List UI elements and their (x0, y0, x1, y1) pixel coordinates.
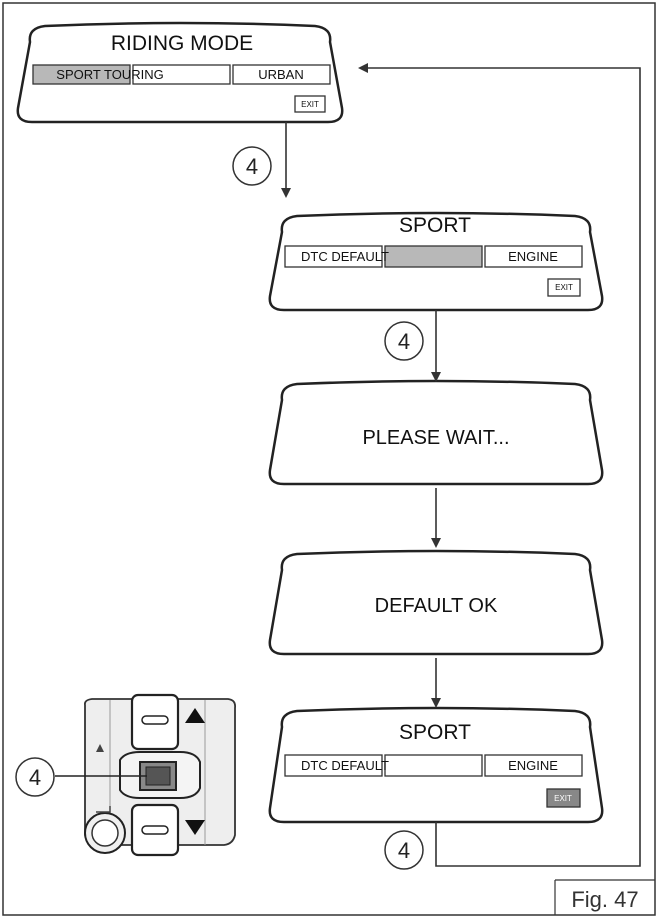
svg-text:4: 4 (29, 765, 41, 790)
return-arrow (358, 63, 641, 867)
exit-label: EXIT (554, 794, 572, 803)
exit-label: EXIT (301, 100, 319, 109)
field-engine: ENGINE (508, 758, 558, 773)
svg-text:4: 4 (246, 154, 258, 179)
step-badge: 4 (384, 321, 424, 361)
step-badge: 4 (232, 146, 272, 186)
field-selected-box (384, 245, 483, 268)
field-sport-touring: SPORT TOURING (56, 67, 163, 82)
field-engine: ENGINE (508, 249, 558, 264)
field-dtc-default-box (284, 754, 383, 777)
handlebar-switch-illustration (55, 693, 237, 857)
exit-button-box-selected (546, 788, 581, 808)
svg-text:4: 4 (398, 329, 410, 354)
step-badge: 4 (15, 757, 55, 797)
field-dtc-default: DTC DEFAULT (301, 758, 389, 773)
screen-sport-2: SPORT DTC DEFAULT ENGINE EXIT (268, 706, 604, 824)
figure-label: Fig. 47 (571, 887, 638, 912)
screen-title: SPORT (399, 214, 471, 237)
field-engine-box (484, 754, 583, 777)
field-urban: URBAN (258, 67, 304, 82)
default-ok-message: DEFAULT OK (375, 595, 498, 617)
exit-label: EXIT (555, 283, 573, 292)
screen-riding-mode: RIDING MODE SPORT TOURING URBAN EXIT (16, 21, 344, 124)
field-middle-box (132, 64, 231, 85)
field-engine-box (484, 245, 583, 268)
field-urban-box (232, 64, 331, 85)
small-symbol-icon (96, 806, 111, 813)
exit-button-box (294, 95, 326, 113)
field-dtc-default-box (284, 245, 383, 268)
small-triangle-icon (96, 744, 104, 752)
wait-message: PLEASE WAIT... (362, 427, 509, 449)
up-arrow-icon (185, 708, 205, 723)
down-arrow-icon (185, 820, 205, 835)
svg-text:4: 4 (398, 838, 410, 863)
exit-button-box (547, 278, 581, 297)
field-middle-box (384, 754, 483, 777)
screen-sport-1: SPORT DTC DEFAULT ENGINE EXIT (268, 211, 604, 312)
step-badge: 4 (384, 830, 424, 870)
screen-title: RIDING MODE (111, 32, 253, 55)
screen-title: SPORT (399, 721, 471, 744)
screen-please-wait: PLEASE WAIT... (268, 379, 604, 486)
screen-default-ok: DEFAULT OK (268, 549, 604, 656)
field-dtc-default: DTC DEFAULT (301, 249, 389, 264)
field-sport-touring-box (32, 64, 131, 85)
